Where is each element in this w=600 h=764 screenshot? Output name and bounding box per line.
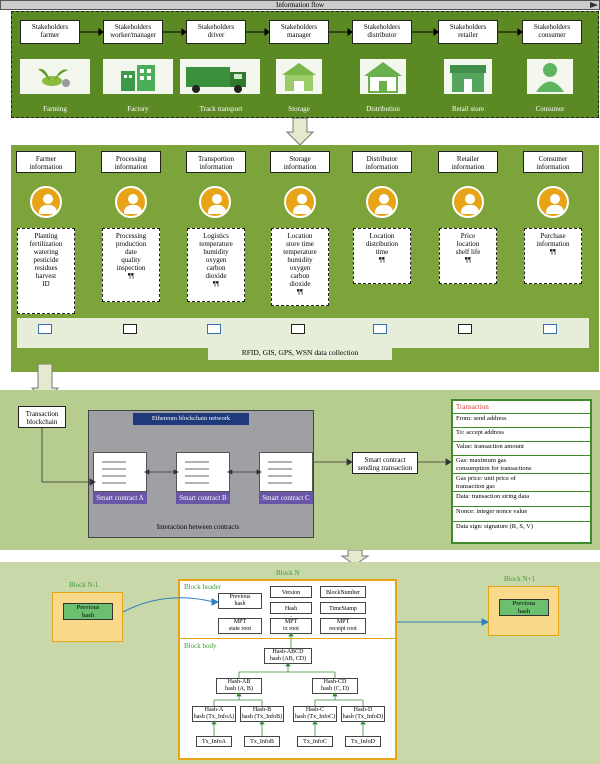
avatar-icon	[30, 186, 62, 218]
smart-contract-a-label: Smart contract A	[93, 492, 147, 504]
avatar-icon	[284, 186, 316, 218]
header-version: Version	[270, 586, 312, 598]
truck-icon	[180, 59, 260, 94]
transaction-title: Transaction	[456, 403, 489, 411]
stage-name-consumer: Consumer	[535, 105, 565, 113]
data-collection-label: RFID, GIS, GPS, WSN data collection	[208, 346, 392, 360]
information-flow-label: Information flow	[275, 1, 324, 9]
stage-arrows	[80, 28, 523, 36]
tx-info-b: Tx_InfoB	[244, 736, 280, 747]
tx-field-nonce: Nonce: integer nonce value	[453, 506, 590, 517]
qr-code-icon	[123, 324, 137, 334]
down-arrow-3	[340, 550, 370, 566]
plant-icon	[20, 59, 90, 94]
avatar-icon	[537, 186, 569, 218]
transaction-panel: Transaction From: send address To: accep…	[451, 399, 592, 544]
stage-name-factory: Factory	[127, 105, 149, 113]
stage-name-storage: Storage	[288, 105, 310, 113]
interaction-label: Interaction between contracts	[156, 523, 240, 531]
avatar-icon	[199, 186, 231, 218]
tx-field-data: Data: transaction string data	[453, 491, 590, 502]
storage-icon	[276, 59, 322, 94]
tx-field-from: From: send address	[453, 413, 590, 424]
retail-store-icon	[444, 59, 492, 94]
block-body-label: Block body	[184, 642, 217, 650]
tx-field-value: Value: transaction amount	[453, 441, 590, 452]
down-arrow-1	[285, 118, 315, 146]
header-block-number: BlockNumber	[320, 586, 366, 598]
rfid-scanner-icon	[373, 324, 387, 334]
header-timestamp: TimeStamp	[320, 602, 366, 614]
avatar-icon	[115, 186, 147, 218]
rfid-scanner-icon	[207, 324, 221, 334]
ethereum-network-title: Ethereum blockchain network	[133, 413, 249, 425]
flow-arrow	[590, 2, 598, 8]
contract-arrows	[41, 428, 452, 486]
qr-code-icon	[458, 324, 472, 334]
smart-contract-b-label: Smart contract B	[176, 492, 230, 504]
smart-contract-b	[176, 452, 230, 492]
block-n-minus-1-label: Block N-1	[69, 581, 99, 589]
tx-info-d: Tx_InfoD	[345, 736, 381, 747]
consumer-icon	[527, 59, 573, 94]
stage-name-transport: Track transport	[199, 105, 243, 113]
tx-field-signature: Data sign: signature (R, S, V)	[453, 521, 590, 532]
avatar-icon	[366, 186, 398, 218]
stage-name-retail: Retail store	[451, 105, 485, 113]
factory-icon	[103, 59, 173, 94]
stage-name-distribution: Distribution	[366, 105, 400, 113]
distribution-icon	[360, 59, 406, 94]
rfid-scanner-icon	[543, 324, 557, 334]
block-n-label: Block N	[276, 569, 300, 577]
qr-code-icon	[291, 324, 305, 334]
tx-field-to: To: accept address	[453, 427, 590, 438]
tx-info-a: Tx_InfoA	[196, 736, 232, 747]
block-header-label: Block header	[184, 583, 222, 591]
block-connectors	[122, 597, 490, 736]
avatar-icon	[452, 186, 484, 218]
block-divider	[180, 638, 395, 639]
header-hash: Hash	[270, 602, 312, 614]
stage-name-farming: Farming	[43, 105, 67, 113]
rfid-scanner-icon	[38, 324, 52, 334]
block-n-plus-1-label: Block N+1	[504, 575, 535, 583]
smart-contract-c-label: Smart contract C	[259, 492, 313, 504]
tx-info-c: Tx_InfoC	[297, 736, 333, 747]
